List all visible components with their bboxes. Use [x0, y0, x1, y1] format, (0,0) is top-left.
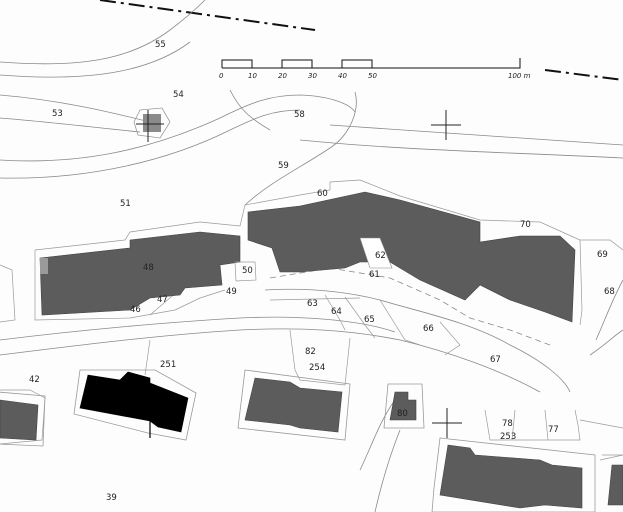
parcel-label: 53 [52, 109, 63, 119]
parcel-labels: 55 54 53 58 59 60 51 70 62 69 48 50 61 6… [29, 40, 615, 503]
parcel-label: 50 [242, 266, 253, 276]
boundary-line-top [99, 0, 316, 31]
parcel-label: 60 [317, 189, 328, 199]
parcel-label: 65 [364, 315, 375, 325]
parcel-label: 78 [502, 419, 513, 429]
scale-tick-20: 20 [278, 72, 287, 80]
parcel-label: 58 [294, 110, 305, 120]
parcel-label: 39 [106, 493, 117, 503]
parcel-label: 63 [307, 299, 318, 309]
scale-tick-50: 50 [368, 72, 377, 80]
parcel-label: 67 [490, 355, 501, 365]
parcel-label: 77 [548, 425, 559, 435]
boundary-line-right [544, 69, 623, 81]
parcel-label: 48 [143, 263, 154, 273]
parcel-label: 49 [226, 287, 237, 297]
parcel-label: 51 [120, 199, 131, 209]
parcel-label: 254 [309, 363, 325, 373]
scale-tick-10: 10 [248, 72, 257, 80]
scale-tick-40: 40 [338, 72, 347, 80]
other-buildings [0, 369, 623, 512]
structure-54 [133, 107, 171, 139]
scale-tick-100m: 100 m [508, 72, 531, 80]
parcel-label: 82 [305, 347, 316, 357]
parcel-label: 42 [29, 375, 40, 385]
parcel-label: 54 [173, 90, 184, 100]
parcel-label: 47 [157, 295, 168, 305]
parcel-label: 68 [604, 287, 615, 297]
parcel-label: 70 [520, 220, 531, 230]
parcel-label: 59 [278, 161, 289, 171]
parcel-label: 69 [597, 250, 608, 260]
scale-bar: 0 10 20 30 40 50 100 m [219, 58, 531, 80]
scale-tick-30: 30 [308, 72, 317, 80]
parcel-label: 253 [500, 432, 516, 442]
parcel-label: 61 [369, 270, 380, 280]
grid-crosses [136, 110, 462, 438]
scale-tick-0: 0 [219, 72, 224, 80]
parcel-label: 55 [155, 40, 166, 50]
parcel-label: 80 [397, 409, 408, 419]
parcel-label: 46 [130, 305, 141, 315]
parcel-label: 251 [160, 360, 176, 370]
parcel-boundaries [0, 179, 623, 461]
highlighted-building [79, 371, 189, 433]
parcel-label: 62 [375, 251, 386, 261]
main-building-complex [39, 191, 576, 323]
parcel-label: 66 [423, 324, 434, 334]
parcel-label: 64 [331, 307, 342, 317]
